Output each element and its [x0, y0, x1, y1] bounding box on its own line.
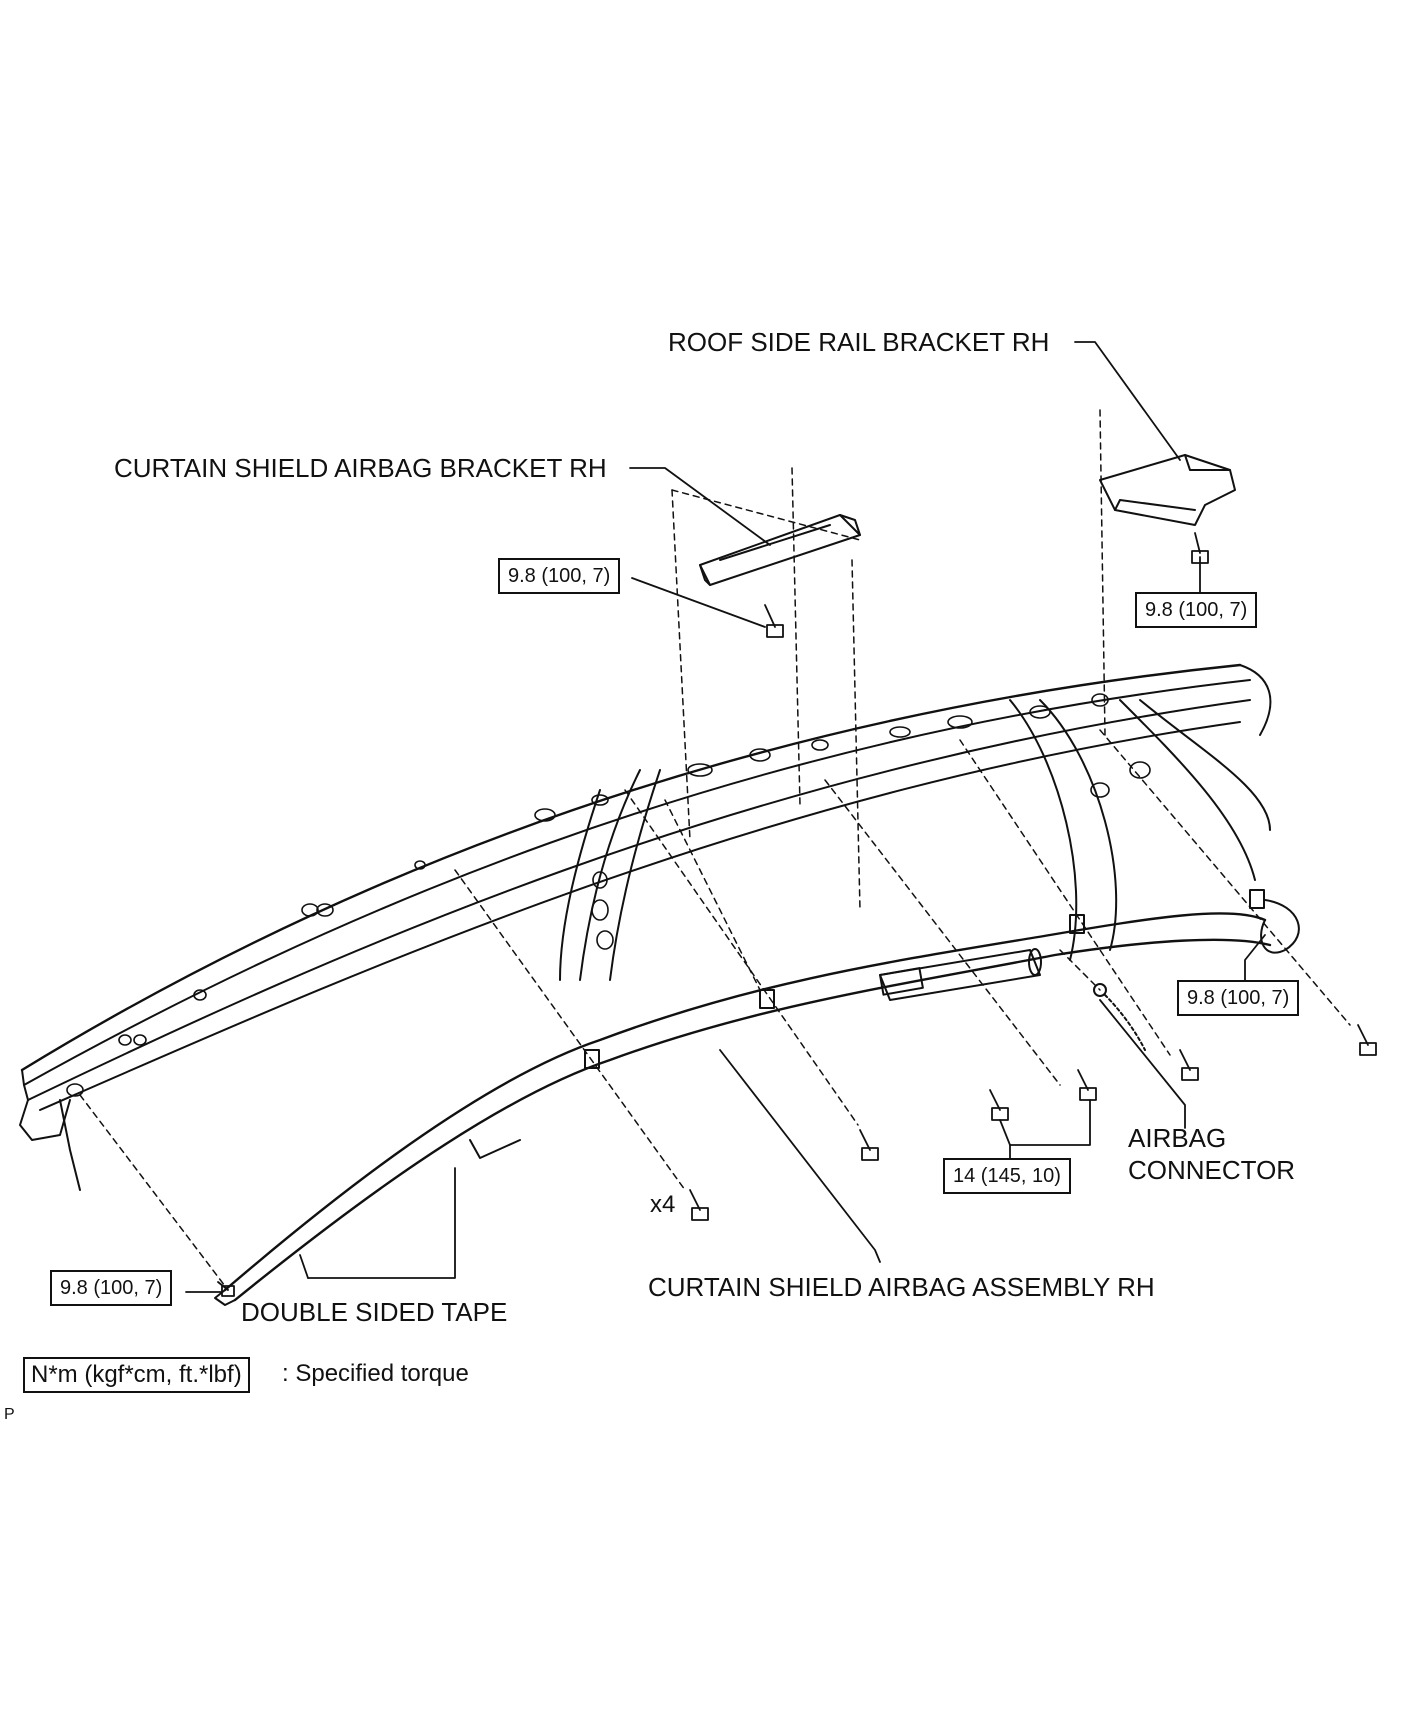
torque-bracket-bolt: 9.8 (100, 7) [498, 558, 621, 594]
torque-legend-unit-box: N*m (kgf*cm, ft.*lbf) [23, 1357, 250, 1393]
torque-center-bolts: 14 (145, 10) [943, 1158, 1071, 1194]
torque-rear-bolt: 9.8 (100, 7) [1177, 980, 1300, 1016]
corner-mark: P [4, 1406, 15, 1423]
torque-roof-bracket-bolt: 9.8 (100, 7) [1135, 592, 1258, 628]
curtain-shield-assembly-label: CURTAIN SHIELD AIRBAG ASSEMBLY RH [648, 1272, 1155, 1302]
airbag-connector-label-line2: CONNECTOR [1128, 1155, 1296, 1185]
rail-holes [66, 693, 1151, 1097]
curtain-airbag-bracket [699, 514, 861, 586]
roof-side-rail-body [19, 663, 1272, 1191]
torque-legend-description: : Specified torque [282, 1360, 469, 1387]
torque-front-bolt: 9.8 (100, 7) [50, 1270, 173, 1306]
double-sided-tape-label: DOUBLE SIDED TAPE [241, 1297, 508, 1327]
roof-side-rail-bracket-label: ROOF SIDE RAIL BRACKET RH [668, 327, 1050, 357]
roof-side-rail-bracket [1099, 454, 1236, 526]
curtain-shield-bracket-label: CURTAIN SHIELD AIRBAG BRACKET RH [114, 453, 607, 483]
bolt-count-label: x4 [650, 1191, 676, 1218]
airbag-connector-harness [1093, 983, 1146, 1051]
alignment-lines [79, 409, 1351, 1291]
curtain-airbag-assembly [214, 889, 1300, 1306]
airbag-connector-label-line1: AIRBAG [1128, 1123, 1227, 1153]
